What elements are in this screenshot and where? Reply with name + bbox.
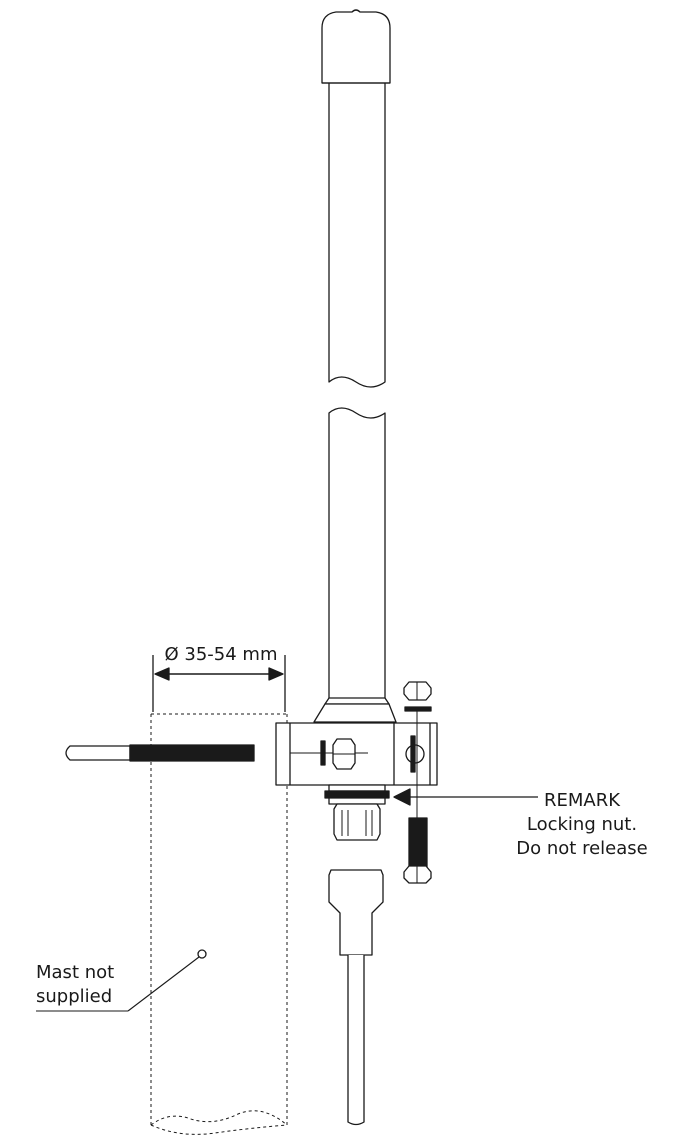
leader-diagonal: [127, 956, 200, 1012]
vertical-bolt-thread: [408, 817, 428, 869]
coax-connector-body: [333, 803, 381, 841]
remark-line-1: Locking nut.: [527, 814, 637, 835]
mounting-bracket: [275, 722, 438, 786]
vertical-bolt-washer: [404, 706, 432, 712]
antenna-tube-lower: [328, 407, 386, 698]
locking-washer-top: [328, 784, 386, 792]
clamp-bolt-vertical: [403, 681, 432, 884]
leader-dot: [197, 949, 207, 959]
mast-note-line-1: Mast not: [36, 962, 114, 983]
dim-arrow-right: [268, 667, 284, 681]
locking-washer-bottom: [328, 797, 386, 805]
mast-outline: [150, 713, 288, 1135]
bolt-shank: [65, 745, 131, 761]
dim-arrow-left: [154, 667, 170, 681]
locking-nut: [324, 790, 390, 799]
labels: Ø 35-54 mm REMARK Locking nut. Do not re…: [36, 644, 648, 1007]
mast-note-leader: [36, 949, 207, 1012]
antenna-tube-upper: [328, 83, 386, 388]
cable-plug: [328, 869, 384, 1126]
coax-cable: [347, 955, 365, 1126]
antenna-radome-lower: [313, 407, 397, 723]
base-collar: [324, 697, 390, 705]
diameter-dimension: [152, 655, 286, 712]
remark-title: REMARK: [544, 790, 621, 811]
antenna-top-cap: [321, 9, 391, 84]
remark-arrow-head: [393, 788, 411, 806]
remark-pointer: [393, 788, 538, 806]
bolt-thread: [129, 744, 255, 762]
bracket-vertical-slot: [410, 735, 416, 773]
clamp-bolt-horizontal: [65, 744, 255, 762]
diameter-label: Ø 35-54 mm: [165, 644, 278, 665]
mast-note-line-2: supplied: [36, 986, 112, 1007]
locking-nut-assembly: [324, 784, 390, 841]
bracket-slot: [320, 740, 326, 766]
remark-line-2: Do not release: [516, 838, 647, 859]
antenna-base-flange: [313, 703, 397, 723]
plug-body: [328, 869, 384, 956]
antenna-radome-upper: [321, 9, 391, 388]
